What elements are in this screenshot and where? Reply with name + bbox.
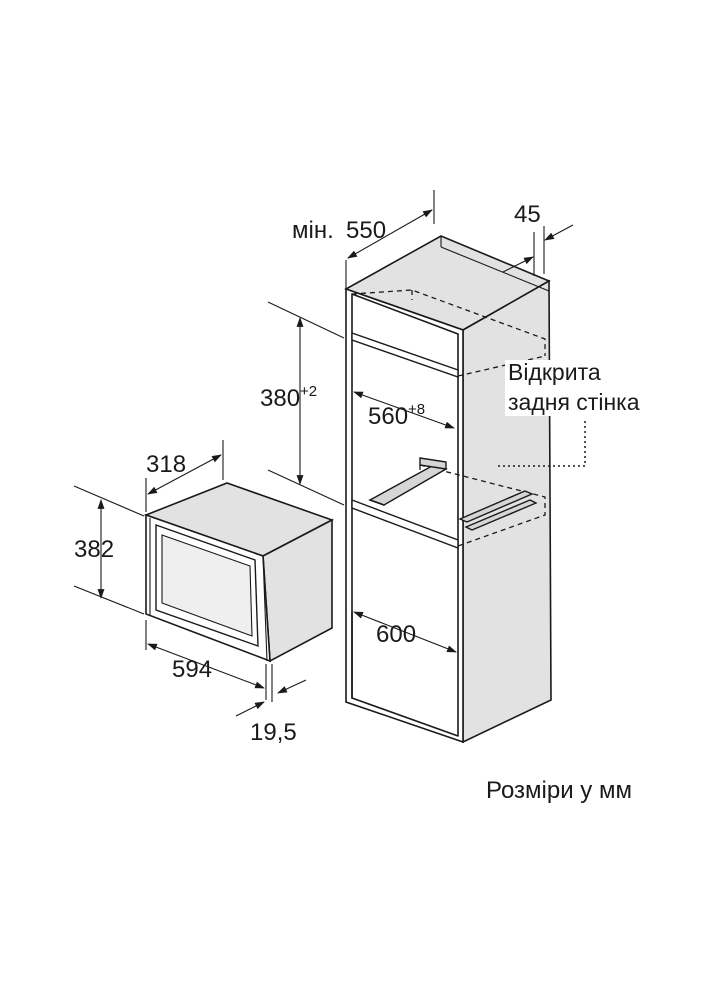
dimension-min-550: мін. 550 xyxy=(292,190,435,289)
label-318: 318 xyxy=(146,451,186,478)
open-back-note: Відкрита задня стінка xyxy=(498,359,645,467)
dimension-380: 380+2 xyxy=(260,301,345,506)
niche-height-value: 380 xyxy=(260,385,300,412)
label-560: 560+8 xyxy=(368,401,425,430)
niche-height-tolerance: +2 xyxy=(300,383,317,400)
dimension-594: 594 xyxy=(145,620,267,700)
tall-cabinet xyxy=(344,235,552,744)
dimension-600: 600 xyxy=(353,611,457,653)
label-600: 600 xyxy=(376,621,416,648)
open-back-line1: Відкрита xyxy=(508,359,601,385)
dimension-318: 318 xyxy=(145,440,224,512)
units-caption: Розміри у мм xyxy=(486,777,632,804)
dimension-19-5: 19,5 xyxy=(235,664,307,746)
label-19-5: 19,5 xyxy=(250,719,297,746)
dimension-45: 45 xyxy=(502,201,574,276)
label-594: 594 xyxy=(172,656,212,683)
dimension-382: 382 xyxy=(73,485,145,615)
label-550: 550 xyxy=(346,217,386,244)
label-min: мін. xyxy=(292,217,334,244)
open-back-line2: задня стінка xyxy=(508,389,640,415)
label-382: 382 xyxy=(74,536,114,563)
label-380: 380+2 xyxy=(260,383,317,412)
niche-width-tolerance: +8 xyxy=(408,401,425,418)
niche-width-value: 560 xyxy=(368,403,408,430)
built-in-appliance xyxy=(143,482,335,663)
label-45: 45 xyxy=(514,201,541,228)
dimension-560: 560+8 xyxy=(353,391,455,430)
